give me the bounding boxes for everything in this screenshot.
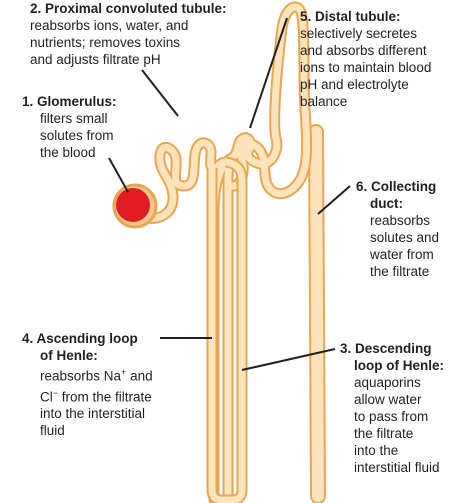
descending-line-3: to pass from	[354, 409, 429, 424]
proximal-line-2: nutrients; removes toxins	[30, 35, 181, 50]
descending-line-5: into the	[354, 443, 399, 458]
ascending-line-2: Cl− from the filtrate	[40, 387, 152, 405]
glomerulus-line-1: filters small	[40, 111, 108, 126]
ascending-heading-2: of Henle:	[40, 348, 98, 363]
label-glomerulus: 1. Glomerulus: filters small solutes fro…	[22, 93, 142, 161]
ascending-heading-1: 4. Ascending loop	[22, 331, 138, 346]
label-proximal-tubule: 2. Proximal convoluted tubule: reabsorbs…	[30, 0, 280, 68]
label-ascending-loop: 4. Ascending loop of Henle: reabsorbs Na…	[22, 330, 172, 439]
collecting-duct	[308, 124, 326, 503]
descending-line-1: aquaporins	[354, 375, 421, 390]
leader-proximal	[141, 69, 179, 117]
leader-distal	[249, 17, 288, 129]
collecting-heading-2: duct:	[370, 196, 403, 211]
leader-glomerulus	[108, 157, 129, 193]
ascending-line-1: reabsorbs Na+ and	[40, 367, 153, 384]
collecting-heading-1: 6. Collecting	[356, 179, 437, 194]
proximal-heading: 2. Proximal convoluted tubule:	[30, 1, 227, 16]
glomerulus	[112, 183, 158, 229]
descending-heading-1: 3. Descending	[340, 341, 432, 356]
descending-heading-2: loop of Henle:	[354, 358, 444, 373]
label-distal-tubule: 5. Distal tubule: selectively secretes a…	[300, 8, 468, 110]
nephron-tubule	[137, 1, 313, 503]
leader-collecting	[317, 185, 351, 215]
leader-lines	[108, 17, 351, 371]
distal-line-4: pH and electrolyte	[300, 77, 409, 92]
glomerulus-line-2: solutes from	[40, 128, 114, 143]
distal-heading: 5. Distal tubule:	[300, 9, 401, 24]
ascending-line-3: into the interstitial	[40, 406, 146, 421]
glomerulus-line-3: the blood	[40, 145, 96, 160]
label-descending-loop: 3. Descending loop of Henle: aquaporins …	[340, 340, 468, 476]
proximal-line-3: and adjusts filtrate pH	[30, 52, 161, 67]
collecting-line-2: solutes and	[370, 230, 440, 245]
leader-descending	[241, 348, 336, 371]
descending-line-4: the filtrate	[354, 426, 414, 441]
collecting-line-1: reabsorbs	[370, 213, 431, 228]
distal-line-2: and absorbs different	[300, 43, 427, 58]
glomerulus-heading: 1. Glomerulus:	[22, 94, 117, 109]
distal-line-5: balance	[300, 94, 348, 109]
descending-line-2: allow water	[354, 392, 422, 407]
ascending-line-4: fluid	[40, 423, 65, 438]
loop-of-henle	[206, 156, 248, 503]
distal-line-3: ions to maintain blood	[300, 60, 432, 75]
label-collecting-duct: 6. Collecting duct: reabsorbs solutes an…	[356, 178, 468, 280]
collecting-line-4: the filtrate	[370, 264, 430, 279]
collecting-line-3: water from	[370, 247, 434, 262]
proximal-line-1: reabsorbs ions, water, and	[30, 18, 189, 33]
distal-line-1: selectively secretes	[300, 26, 418, 41]
descending-line-6: interstitial fluid	[354, 460, 440, 475]
